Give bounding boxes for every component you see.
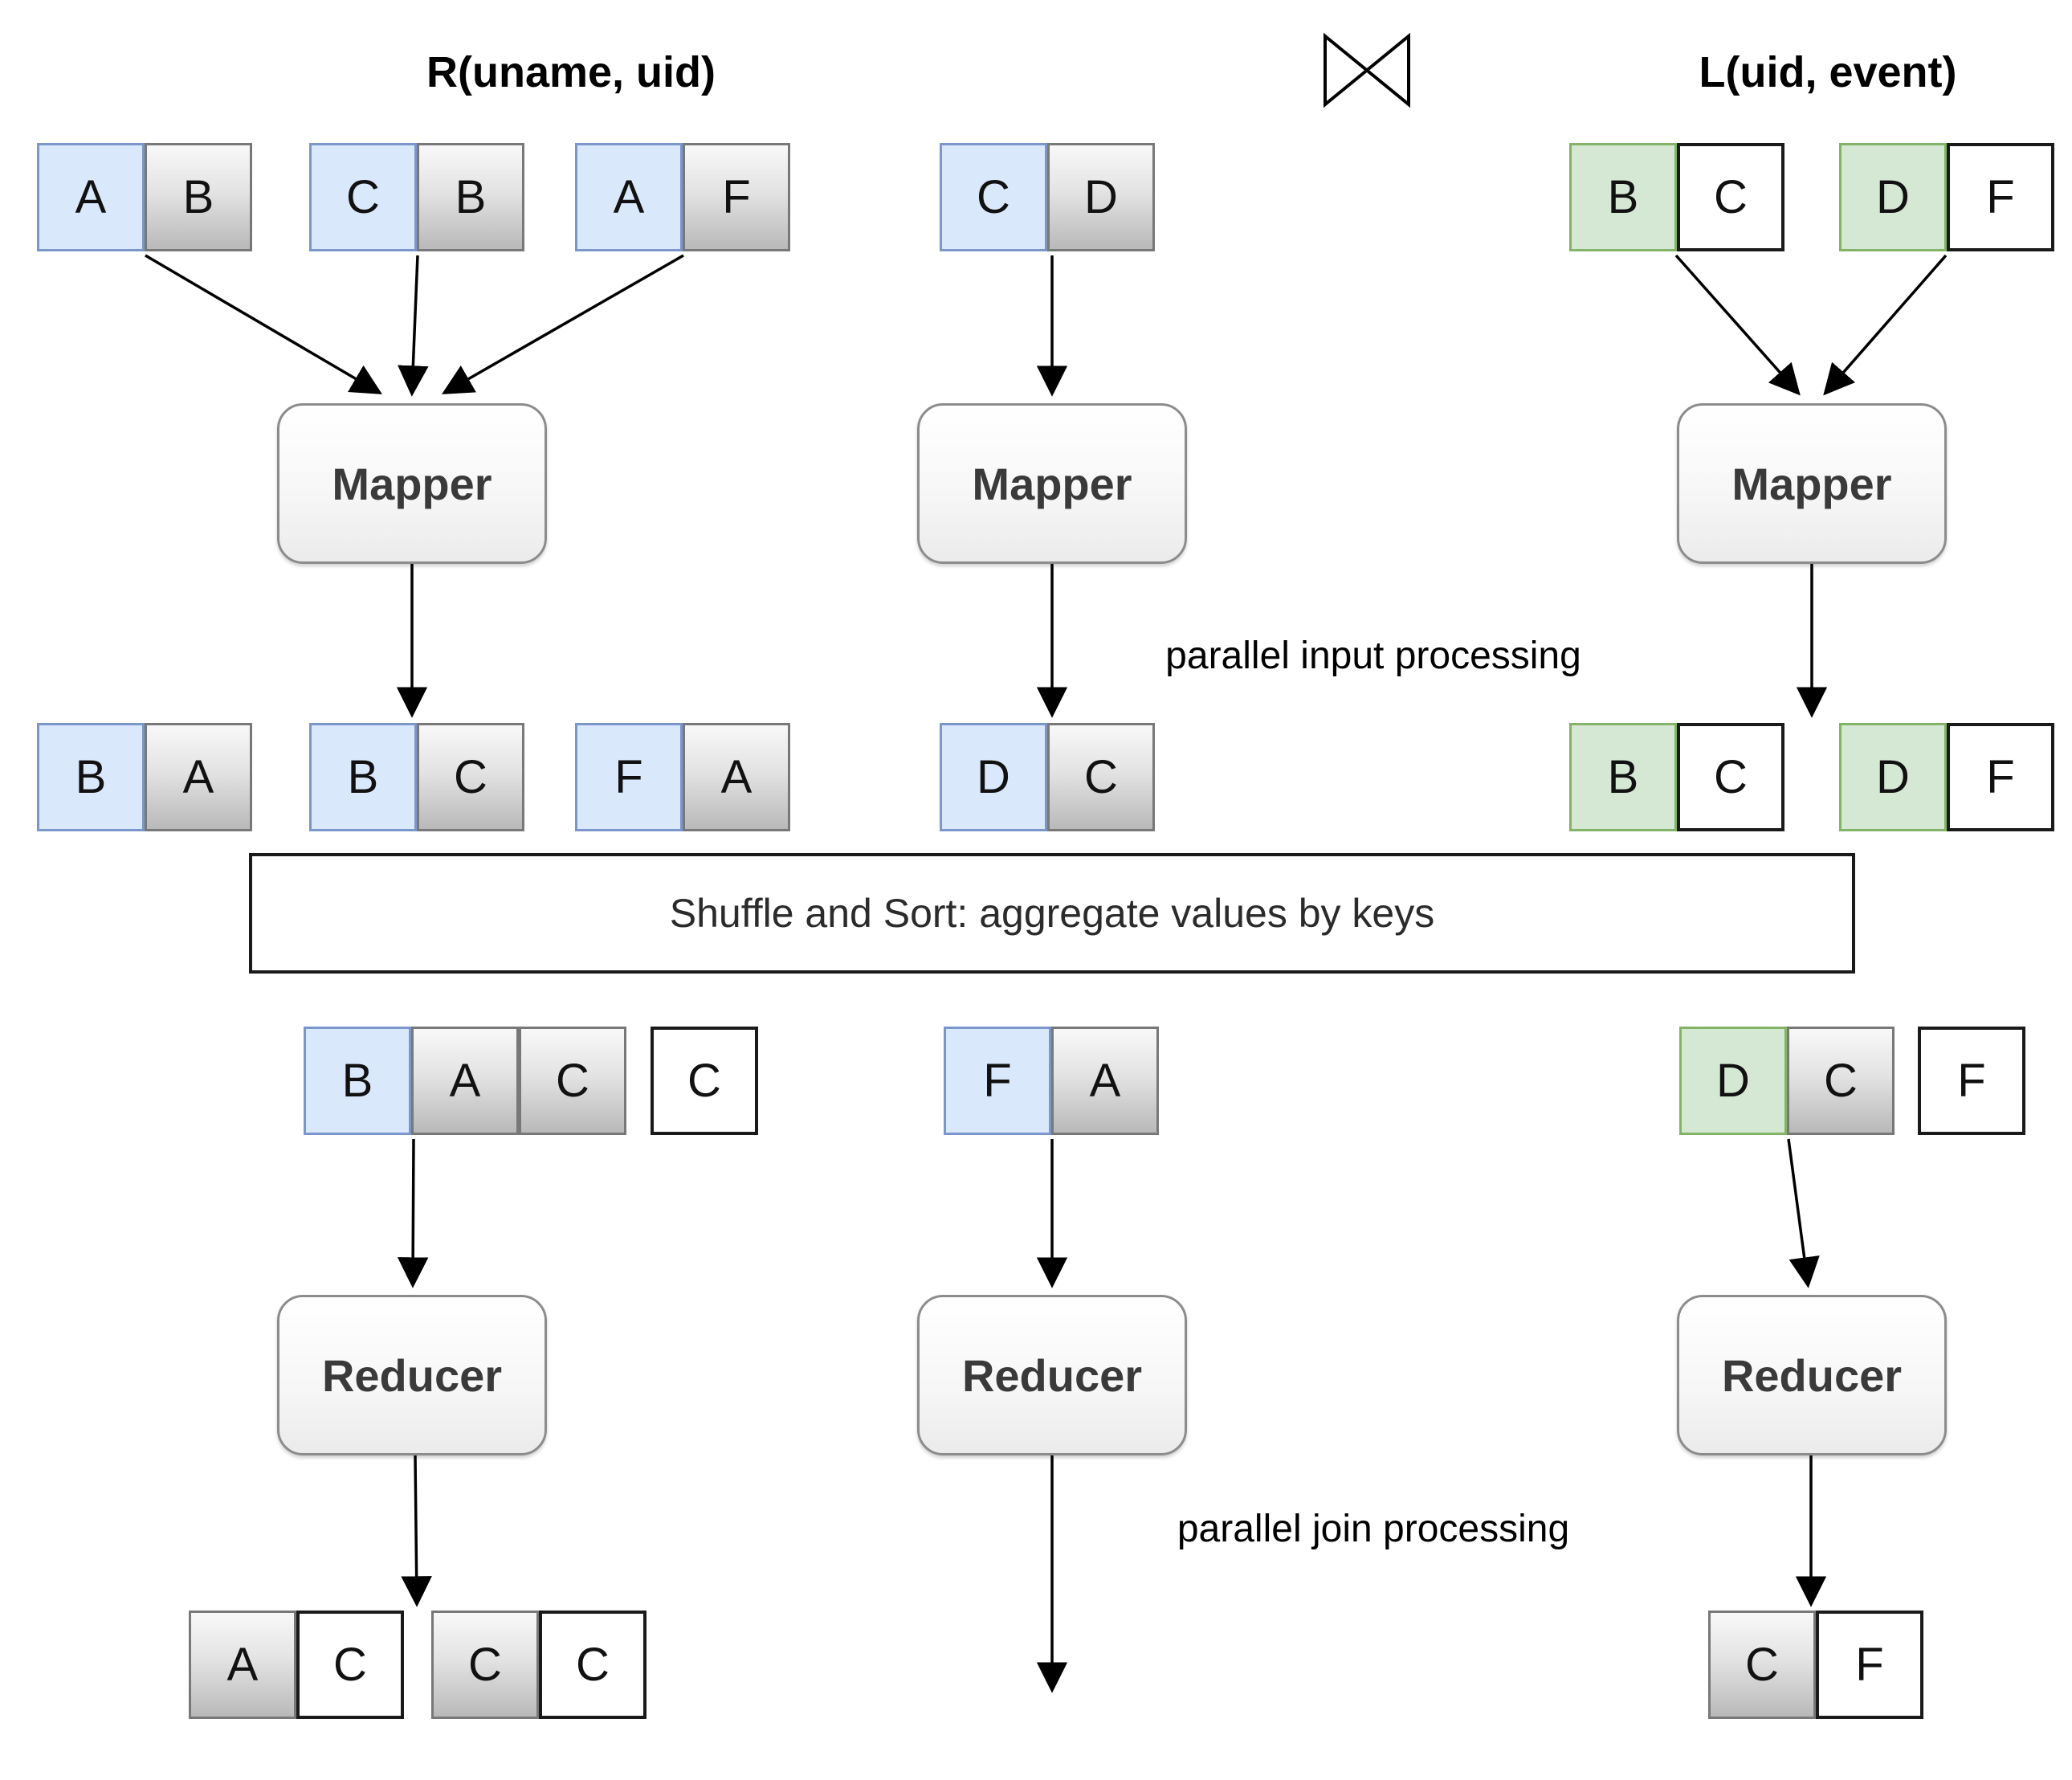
arrow [397,1138,429,1288]
arrow [1787,1138,1820,1288]
tuple-cell: F [1947,723,2054,831]
tuple-cell: F [1816,1611,1923,1719]
mapper-node-middle: Mapper [917,403,1187,564]
tuple-cell: C [539,1611,646,1719]
tuple-cell: C [651,1027,758,1135]
join-icon [1324,32,1410,108]
tuple-cell: C [309,143,417,251]
tuple-cell: F [944,1027,1051,1135]
tuple-cell: F [1947,143,2054,251]
reducer-node-right: Reducer [1677,1295,1947,1455]
tuple-cell: C [1787,1027,1895,1135]
tuple-cell: C [940,143,1047,251]
tuple-cell: D [1839,143,1947,251]
tuple-cell: D [1839,723,1947,831]
arrow [145,254,382,394]
arrow [398,255,429,397]
reducer-node-left: Reducer [277,1295,547,1455]
tuple-cell: C [519,1027,626,1135]
relation-l-title: L(uid, event) [1699,48,1957,96]
tuple-cell: B [145,143,252,251]
tuple-cell: B [309,723,417,831]
tuple-cell: B [1569,723,1677,831]
tuple-cell: C [1677,723,1784,831]
arrow [401,1455,432,1607]
tuple-cell: B [1569,143,1677,251]
reducer-node-middle: Reducer [917,1295,1187,1455]
shuffle-sort-label: Shuffle and Sort: aggregate values by ke… [669,891,1435,936]
tuple-cell: F [575,723,683,831]
tuple-cell: D [940,723,1047,831]
tuple-cell: F [1918,1027,2025,1135]
tuple-cell: F [683,143,790,251]
arrow [441,254,684,394]
tuple-cell: A [683,723,790,831]
tuple-cell: A [145,723,252,831]
tuple-cell: C [417,723,524,831]
tuple-cell: C [1708,1611,1816,1719]
tuple-cell: A [37,143,145,251]
tuple-cell: C [1047,723,1155,831]
tuple-cell: B [417,143,524,251]
tuple-cell: B [37,723,145,831]
tuple-cell: B [304,1027,411,1135]
tuple-cell: C [1677,143,1784,251]
parallel-join-processing-label: parallel join processing [1177,1508,1570,1550]
mapper-node-right: Mapper [1677,403,1947,564]
tuple-cell: D [1047,143,1155,251]
tuple-cell: A [189,1611,296,1719]
tuple-cell: A [411,1027,519,1135]
arrow [1674,254,1801,396]
tuple-cell: A [575,143,683,251]
tuple-cell: C [431,1611,539,1719]
relation-r-title: R(uname, uid) [426,48,716,96]
shuffle-sort-box: Shuffle and Sort: aggregate values by ke… [249,853,1855,974]
tuple-cell: C [296,1611,404,1719]
tuple-cell: D [1679,1027,1787,1135]
parallel-input-processing-label: parallel input processing [1165,635,1581,677]
tuple-cell: A [1051,1027,1159,1135]
arrow [1823,254,1948,396]
mapper-node-left: Mapper [277,403,547,564]
